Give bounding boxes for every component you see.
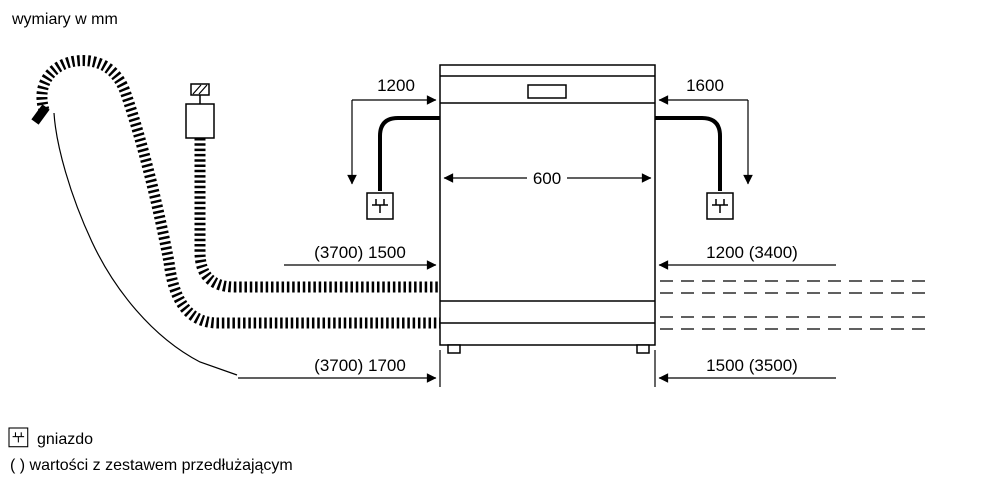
- power-cord-right: [655, 116, 722, 191]
- aquastop-body: [185, 103, 215, 139]
- drain-hose: [36, 55, 440, 329]
- dishwasher: [439, 64, 656, 354]
- page-title: wymiary w mm: [11, 11, 118, 28]
- hose-extensions-dashed: [660, 280, 933, 330]
- drain-hose-thin-line: [53, 112, 238, 376]
- power-cords: [378, 116, 722, 191]
- legend-extension-note: ( ) wartości z zestawem przedłużającym: [10, 457, 293, 474]
- dim-drain-label: (3700) 1700: [314, 356, 406, 375]
- aquastop-assembly: [185, 83, 215, 139]
- legend-socket-icon: [8, 427, 29, 448]
- dishwasher-body: [439, 64, 656, 346]
- supply-hose: [194, 138, 440, 293]
- dim-lower-right-label: 1500 (3500): [706, 356, 798, 375]
- dim-right-cord-label: 1600: [686, 76, 724, 95]
- control-display: [527, 84, 567, 99]
- dimension-lines: 1200 1600 600 (3700) 1500 1200 (3400) (3…: [238, 76, 836, 387]
- power-cord-left: [378, 116, 440, 191]
- hoses: [31, 55, 440, 376]
- dim-supply-label: (3700) 1500: [314, 243, 406, 262]
- foot-right: [636, 344, 650, 354]
- socket-icon-right: [706, 192, 734, 220]
- socket-icon-left: [366, 192, 394, 220]
- dim-left-cord-label: 1200: [377, 76, 415, 95]
- dim-upper-right-label: 1200 (3400): [706, 243, 798, 262]
- legend-socket-label: gniazdo: [37, 431, 93, 448]
- foot-left: [447, 344, 461, 354]
- legend: gniazdo ( ) wartości z zestawem przedłuż…: [8, 427, 293, 474]
- tap-hatch-1: [192, 84, 202, 95]
- dim-width-label: 600: [533, 169, 561, 188]
- tap-hatch-2: [198, 84, 208, 95]
